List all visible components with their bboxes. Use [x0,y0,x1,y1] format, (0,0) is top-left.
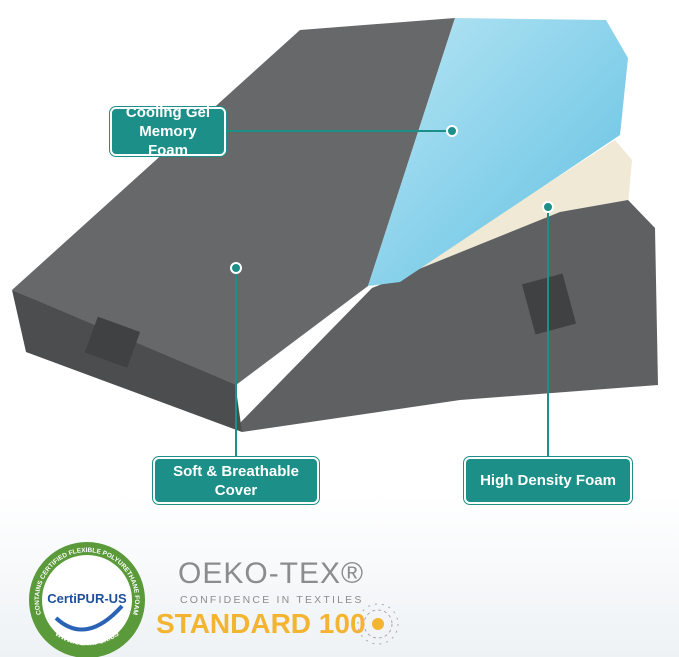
handle-front [84,316,141,368]
top-gray-face [12,18,455,385]
callout-soft-cover: Soft & Breathable Cover [153,457,319,504]
certipur-swoosh [54,604,124,632]
marker-dot [230,262,242,274]
certipur-logo-text: CertiPUR-US [47,591,127,606]
oeko-tex-title: OEKO-TEX® [178,557,365,590]
marker-dot [446,125,458,137]
callout-high-density: High Density Foam [464,457,632,504]
callout-cooling-gel: Cooling Gel Memory Foam [110,104,226,159]
right-gray-side [238,200,658,432]
oeko-tex-standard: STANDARD 100 [156,608,366,639]
marker-dot [542,201,554,213]
oeko-flower-icon [357,603,399,645]
oeko-tex-tagline: CONFIDENCE IN TEXTILES [180,594,364,606]
cream-foam-layer [395,140,632,282]
gel-foam-layer [368,18,628,286]
